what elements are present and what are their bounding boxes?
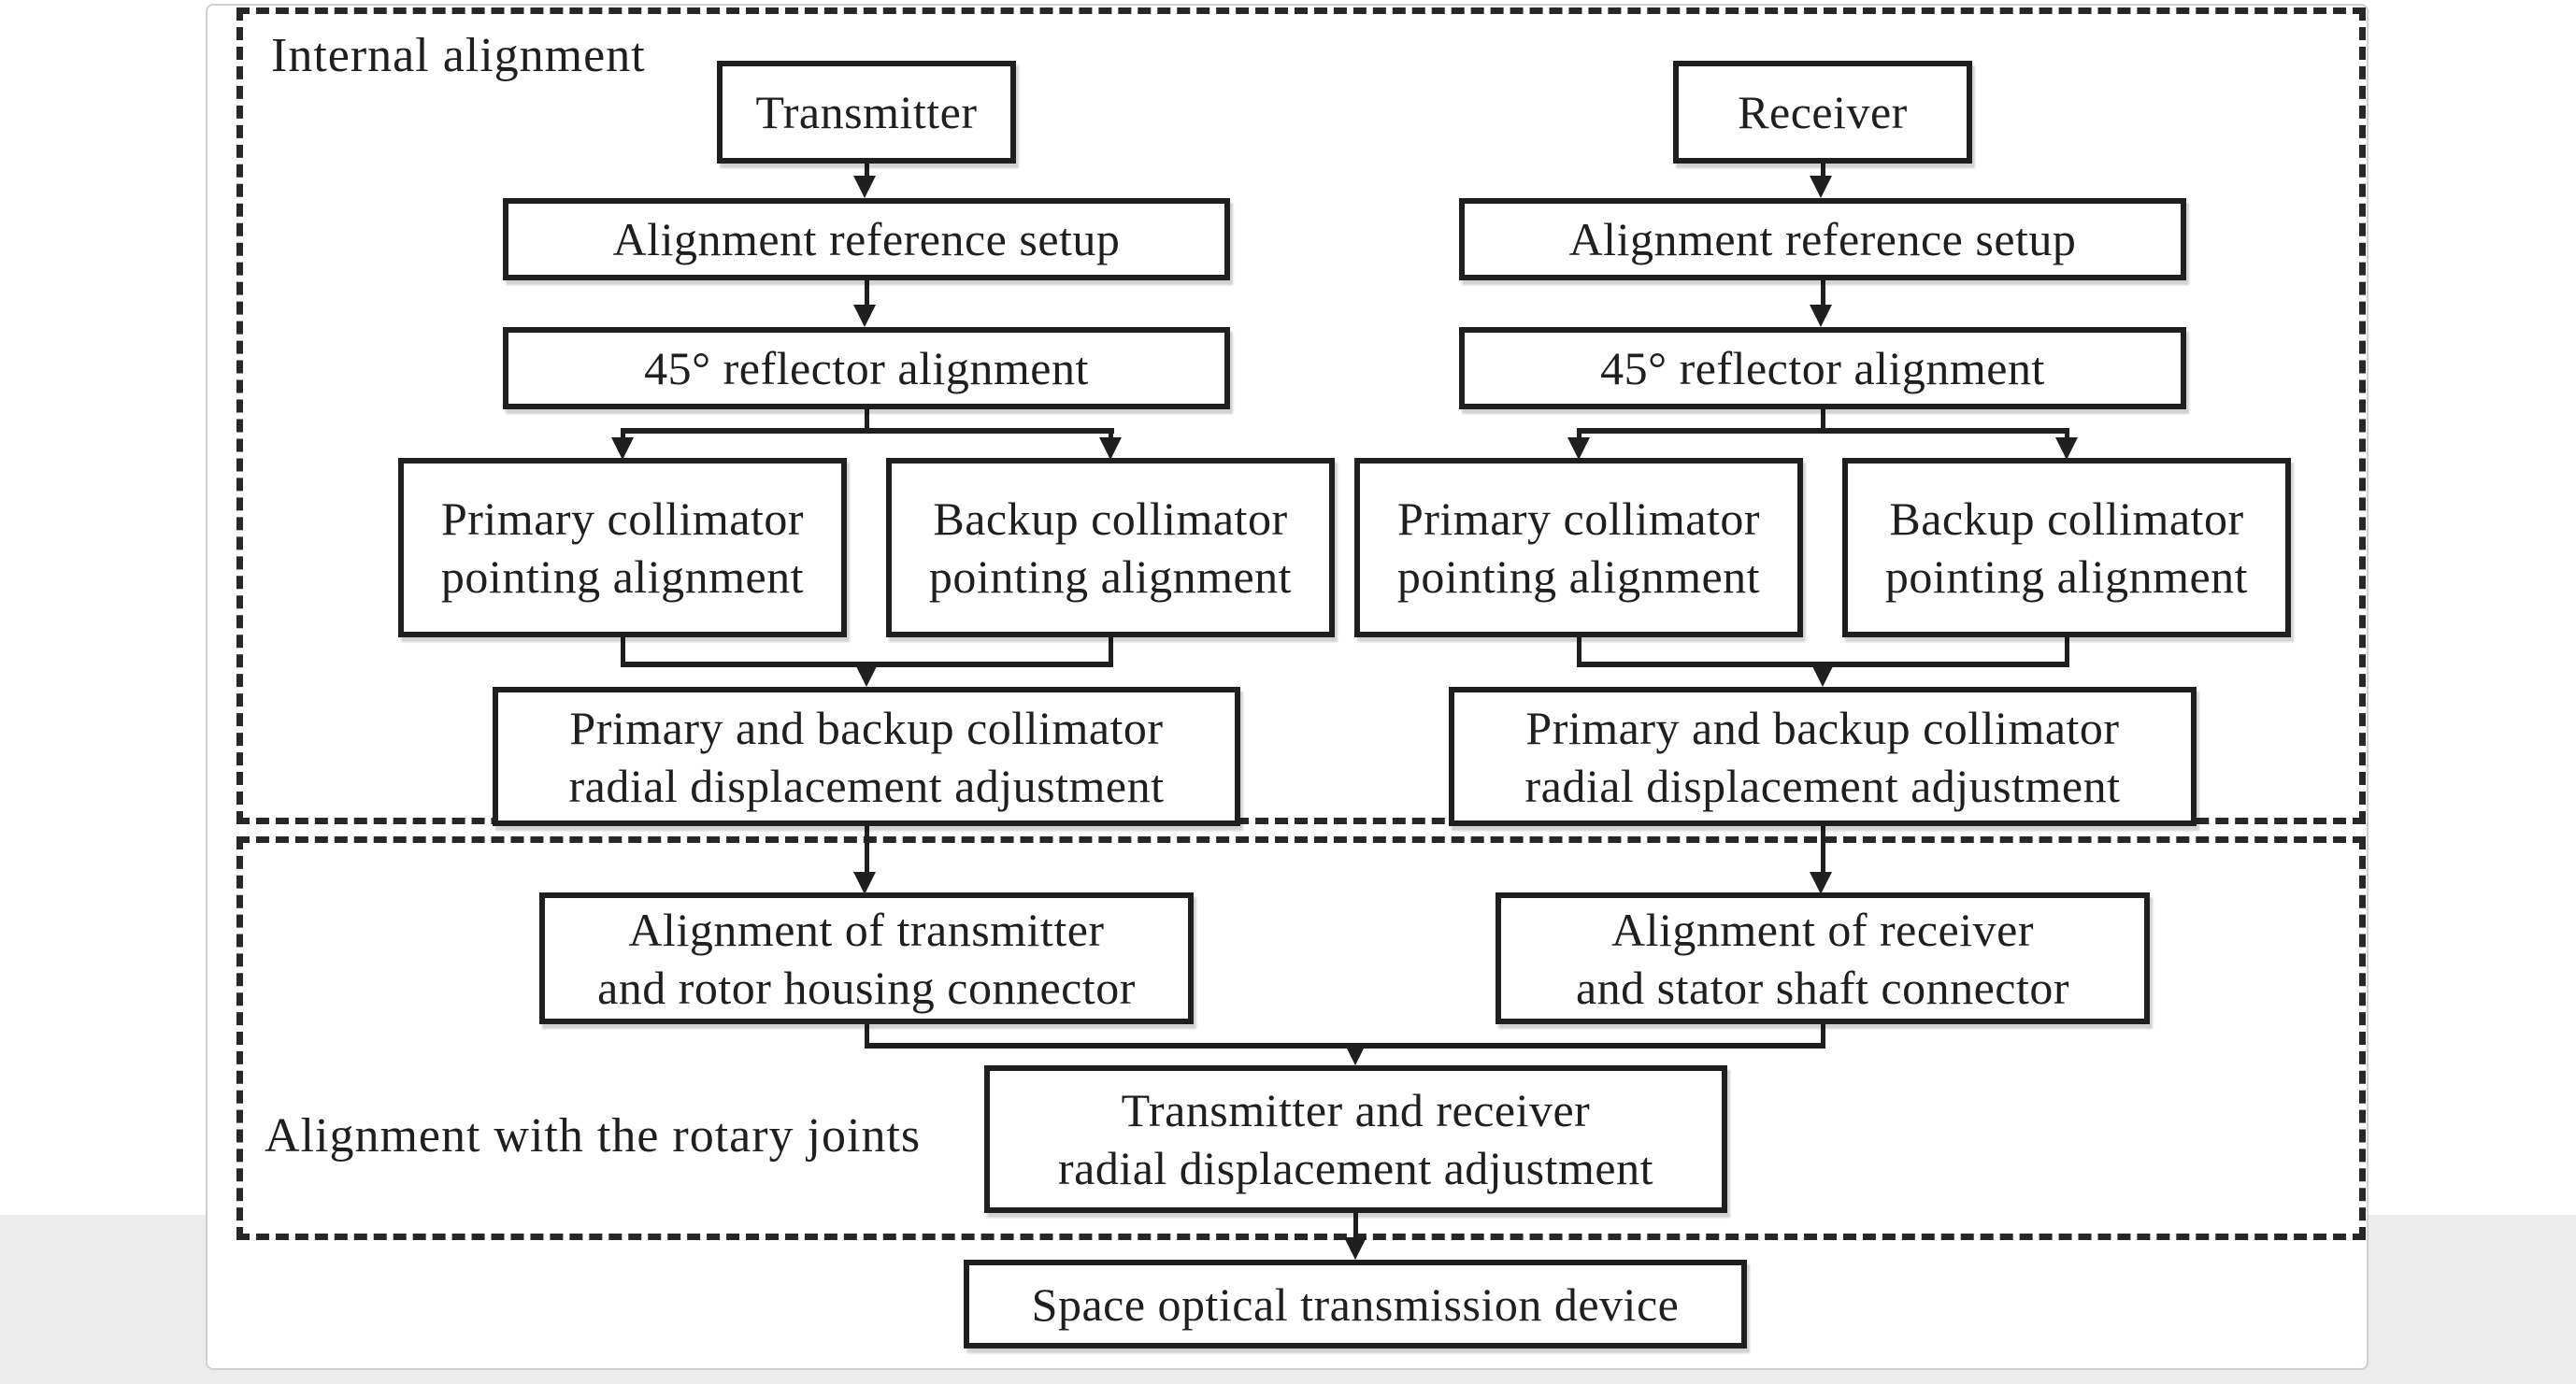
node-label: Space optical transmission device [1031, 1277, 1680, 1331]
arrowhead-bottom-merge [1344, 1043, 1367, 1065]
node-receiver-primary-collimator: Primary collimator pointing alignment [1354, 458, 1803, 637]
arrowhead-tref-to-reflector [853, 305, 876, 327]
connector-t-split-right [1109, 428, 1113, 441]
connector-rotor-stub [865, 1024, 869, 1049]
node-label-line1: Transmitter and receiver [1121, 1084, 1591, 1136]
node-receiver-reference-setup: Alignment reference setup [1459, 198, 2186, 280]
node-stator-shaft-alignment: Alignment of receiver and stator shaft c… [1496, 892, 2150, 1024]
connector-r-split-left [1577, 428, 1581, 441]
node-label-line2: pointing alignment [1884, 550, 2249, 603]
node-label-line1: Primary collimator [440, 492, 805, 545]
connector-r-split-right [2065, 428, 2069, 441]
arrowhead-to-space-device [1344, 1237, 1367, 1260]
connector-rref-to-reflector [1821, 280, 1825, 308]
arrowhead-rref-to-reflector [1810, 305, 1832, 327]
arrowhead-r-merge [1811, 664, 1834, 687]
arrowhead-t-split-right [1099, 437, 1122, 460]
node-transmitter-radial-adjustment: Primary and backup collimator radial dis… [493, 687, 1240, 826]
node-label-line1: Alignment of receiver [1611, 903, 2034, 956]
node-tr-radial-adjustment: Transmitter and receiver radial displace… [984, 1065, 1727, 1213]
connector-t-split-bar [621, 428, 1114, 434]
node-transmitter-primary-collimator: Primary collimator pointing alignment [398, 458, 847, 637]
node-receiver-45-reflector: 45° reflector alignment [1459, 327, 2186, 409]
connector-tradial-to-rotor [865, 826, 869, 873]
node-label: Alignment reference setup [1568, 213, 2077, 265]
node-transmitter: Transmitter [717, 61, 1016, 164]
connector-r-merge-left-stub [1577, 637, 1581, 667]
node-label-line2: radial displacement adjustment [1057, 1142, 1654, 1194]
node-label-line2: pointing alignment [1396, 550, 1761, 603]
connector-to-space-device [1353, 1213, 1358, 1241]
node-transmitter-backup-collimator: Backup collimator pointing alignment [886, 458, 1335, 637]
arrowhead-t-merge [855, 664, 878, 687]
connector-t-split-left [621, 428, 625, 441]
connector-tref-to-reflector [865, 280, 869, 308]
node-transmitter-45-reflector: 45° reflector alignment [503, 327, 1230, 409]
arrowhead-receiver-to-ref [1810, 176, 1832, 198]
node-label-line2: radial displacement adjustment [1524, 759, 2121, 812]
node-label: 45° reflector alignment [1600, 342, 2045, 394]
connector-t-merge-left-stub [621, 637, 625, 667]
node-label-line2: radial displacement adjustment [568, 759, 1165, 812]
arrowhead-transmitter-to-ref [853, 176, 876, 198]
connector-rreflector-stub [1821, 409, 1825, 432]
node-receiver-label: Receiver [1738, 86, 1908, 138]
section-internal-alignment [236, 7, 2366, 824]
arrowhead-rradial-to-stator [1810, 872, 1832, 894]
node-label-line1: Primary collimator [1396, 492, 1761, 545]
connector-receiver-to-ref [1821, 164, 1825, 180]
node-transmitter-reference-setup: Alignment reference setup [503, 198, 1230, 280]
connector-r-split-bar [1577, 428, 2068, 434]
connector-r-merge-right-stub [2065, 637, 2069, 667]
node-receiver-radial-adjustment: Primary and backup collimator radial dis… [1449, 687, 2197, 826]
node-receiver: Receiver [1673, 61, 1972, 164]
node-label-line1: Primary and backup collimator [569, 701, 1164, 754]
arrowhead-tradial-to-rotor [853, 872, 876, 894]
connector-treflector-stub [865, 409, 869, 432]
arrowhead-r-split-right [2055, 437, 2078, 460]
connector-transmitter-to-ref [865, 164, 869, 180]
node-space-optical-device: Space optical transmission device [964, 1260, 1747, 1348]
node-label-line2: and stator shaft connector [1575, 961, 2070, 1014]
node-label-line1: Alignment of transmitter [628, 903, 1105, 956]
node-label-line1: Backup collimator [1889, 492, 2244, 545]
node-label-line2: pointing alignment [440, 550, 805, 603]
node-label-line2: and rotor housing connector [597, 961, 1136, 1014]
node-label: 45° reflector alignment [644, 342, 1089, 394]
node-transmitter-label: Transmitter [755, 86, 978, 138]
section-rotary-joints [236, 836, 2366, 1240]
node-label: Alignment reference setup [612, 213, 1121, 265]
arrowhead-t-split-left [611, 437, 634, 460]
node-receiver-backup-collimator: Backup collimator pointing alignment [1842, 458, 2291, 637]
connector-rradial-to-stator [1821, 826, 1825, 873]
connector-stator-stub [1821, 1024, 1825, 1049]
connector-t-merge-right-stub [1109, 637, 1113, 667]
label-internal-alignment: Internal alignment [271, 29, 646, 82]
node-rotor-housing-alignment: Alignment of transmitter and rotor housi… [539, 892, 1194, 1024]
arrowhead-r-split-left [1567, 437, 1590, 460]
label-rotary-joints: Alignment with the rotary joints [265, 1109, 922, 1163]
node-label-line1: Primary and backup collimator [1525, 701, 2120, 754]
node-label-line2: pointing alignment [928, 550, 1293, 603]
node-label-line1: Backup collimator [933, 492, 1288, 545]
